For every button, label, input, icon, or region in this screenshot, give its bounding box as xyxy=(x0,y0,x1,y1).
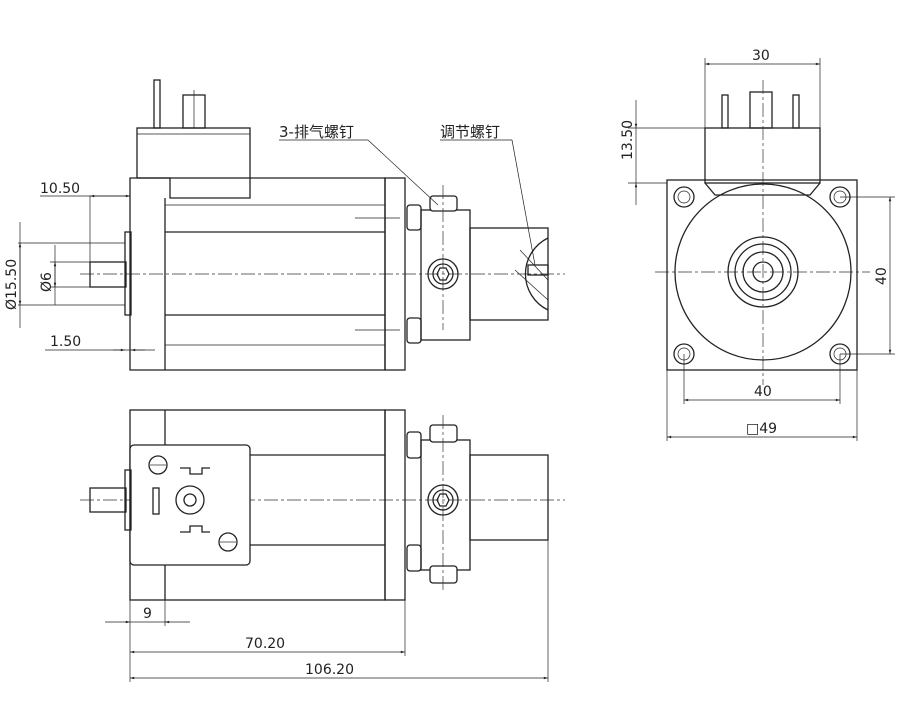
dim-total-length: 106.20 xyxy=(305,662,354,678)
dim-boss-diameter: Ø15.50 xyxy=(4,259,20,310)
dim-flange-thickness: 9 xyxy=(143,606,152,622)
dim-connector-width: 30 xyxy=(752,48,770,64)
end-view-dimensions: 30 13.50 40 40 □49 xyxy=(620,48,895,441)
end-view xyxy=(655,80,870,385)
top-view-dimensions: 9 70.20 106.20 xyxy=(105,540,549,682)
dim-body-length: 70.20 xyxy=(245,636,285,652)
dim-flange-square: □49 xyxy=(746,421,777,437)
dim-shaft-offset: 10.50 xyxy=(40,181,80,197)
top-view xyxy=(80,409,565,601)
dim-connector-height: 13.50 xyxy=(620,120,636,160)
front-dimensions: 10.50 Ø15.50 Ø6 1.50 xyxy=(4,181,155,352)
front-view xyxy=(80,79,565,371)
dim-hole-pitch-horizontal: 40 xyxy=(754,384,772,400)
callout-vent-screws: 3-排气螺钉 xyxy=(279,123,354,141)
dim-hole-pitch-vertical: 40 xyxy=(874,267,890,285)
callout-adjust-screw: 调节螺钉 xyxy=(440,123,500,141)
dim-boss-height: 1.50 xyxy=(50,334,81,350)
dim-shaft-diameter: Ø6 xyxy=(39,272,55,292)
